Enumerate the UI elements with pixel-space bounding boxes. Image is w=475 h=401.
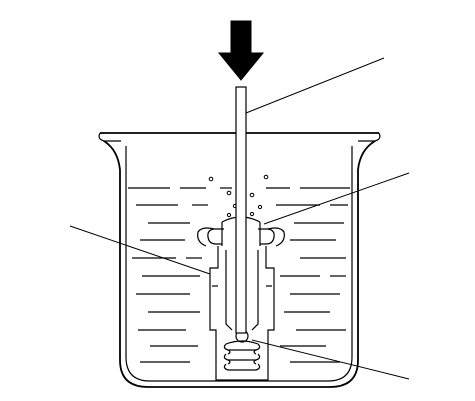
push-rod — [235, 86, 247, 334]
press-arrow — [217, 20, 265, 81]
air-bubbles — [208, 174, 269, 218]
leader-valve-spring — [251, 339, 410, 380]
leader-valve-clip — [263, 172, 410, 225]
leader-lines — [69, 57, 410, 380]
leader-push-rod — [245, 57, 385, 114]
valve-spring — [223, 329, 261, 371]
leader-valve-body — [69, 225, 211, 275]
fluid — [128, 187, 350, 363]
valve-clip — [197, 216, 285, 247]
valve-body — [209, 246, 275, 381]
